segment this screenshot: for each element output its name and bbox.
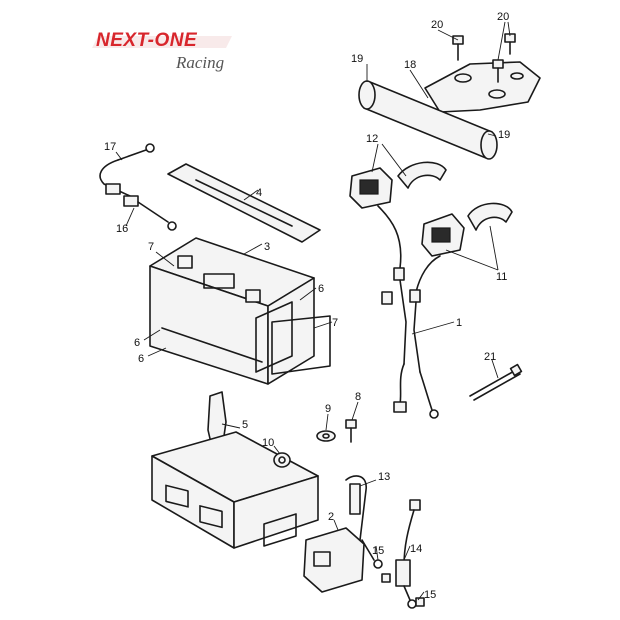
callout-8: 8	[355, 391, 361, 403]
callout-21: 21	[484, 351, 496, 363]
callout-6: 6	[138, 353, 144, 365]
callout-15: 15	[372, 545, 384, 557]
callout-16: 16	[116, 223, 128, 235]
callout-13: 13	[378, 471, 390, 483]
callout-18: 18	[404, 59, 416, 71]
callout-labels: 20 20 19 18 19 17 12 4 16 7 3 11 6 7 1 6…	[104, 11, 510, 601]
callout-11: 11	[496, 271, 507, 283]
callout-6: 6	[134, 337, 140, 349]
callout-4: 4	[256, 187, 262, 199]
callout-19: 19	[498, 129, 510, 141]
callout-3: 3	[264, 241, 270, 253]
wiring-harness	[377, 205, 441, 419]
callout-14: 14	[410, 543, 422, 555]
callout-19: 19	[351, 53, 363, 65]
callout-7: 7	[332, 317, 338, 329]
logo-sub-text: Racing	[175, 53, 224, 72]
cable-tie	[469, 363, 523, 401]
brand-logo: NEXT-ONE Racing	[92, 30, 232, 72]
callout-7: 7	[148, 241, 154, 253]
callout-5: 5	[242, 419, 248, 431]
callout-15: 15	[424, 589, 436, 601]
battery	[149, 237, 331, 385]
battery-tray	[151, 391, 319, 549]
leader-lines	[115, 21, 511, 601]
mount-bracket	[424, 61, 541, 113]
mount-bar-tube	[358, 80, 498, 160]
fasteners	[273, 419, 357, 468]
left-switch-housing	[349, 161, 447, 209]
callout-6: 6	[318, 283, 324, 295]
starter-relay	[303, 475, 383, 593]
callout-1: 1	[456, 317, 462, 329]
callout-20: 20	[431, 19, 443, 31]
relay-cable	[381, 499, 425, 609]
logo-brand-text: NEXT-ONE	[96, 30, 198, 51]
battery-strap	[167, 163, 321, 243]
callout-12: 12	[366, 133, 378, 145]
callout-20: 20	[497, 11, 509, 23]
callout-9: 9	[325, 403, 331, 415]
battery-cable	[99, 143, 177, 231]
callout-2: 2	[328, 511, 334, 523]
callout-10: 10	[262, 437, 274, 449]
callout-17: 17	[104, 141, 116, 153]
right-switch-housing	[421, 202, 513, 257]
